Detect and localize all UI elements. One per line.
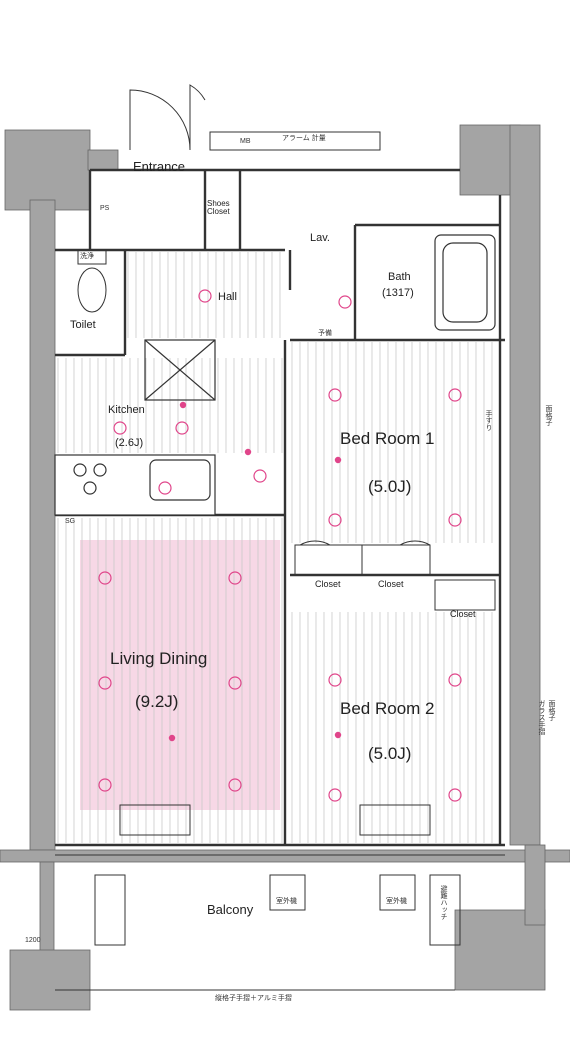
outlet-icon [228,778,242,792]
hall-label: Hall [218,291,237,303]
outlet-icon [113,421,127,435]
toilet-fixture [77,249,107,313]
meter-label: アラーム 計量 [282,135,326,142]
bedroom1-label: Bed Room 1 [340,429,435,448]
ac-label-2: 室外機 [386,898,407,905]
outlet-icon [175,421,189,435]
outlet-icon [448,788,462,802]
sg-label: SG [65,518,76,525]
closet-a-label: Closet [315,579,341,589]
mb-label: MB [240,138,251,145]
outlet-icon [328,788,342,802]
light-icon [244,448,252,456]
right-window-text-1: 面格子 [545,405,552,426]
light-icon [168,734,176,742]
kitchen-size: (2.6J) [115,437,144,449]
bottom-rail-label: 縦格子手摺＋アルミ手摺 [215,995,292,1002]
balcony-dim-label: 1200 [25,937,41,944]
outlet-icon [338,295,352,309]
closet-b-label: Closet [378,579,404,589]
kitchen-counter [54,339,216,516]
outlet-icon [158,481,172,495]
outlet-icon [328,388,342,402]
living-label: Living Dining [110,649,208,668]
right-window-text-2: 手すり [485,410,492,431]
ps-label: PS [100,205,110,212]
kitchen-label: Kitchen [108,404,145,416]
bathtub [434,234,496,331]
toilet-label: Toilet [70,319,96,331]
floor-hatching [57,252,493,843]
entrance-label: Entrance [133,159,186,174]
shoes-closet-label: Shoes Closet [207,199,230,216]
entrance-door [129,84,381,151]
closets [294,540,496,611]
outlet-icon [98,571,112,585]
right-side-text-1: 面格子 [548,700,555,721]
spare-label: 予備 [318,330,332,337]
outlet-icon [98,778,112,792]
bedroom2-size: (5.0J) [368,744,412,763]
light-icon [334,731,342,739]
outlet-icon [228,571,242,585]
structural-walls [0,124,570,1011]
outlet-icon [253,469,267,483]
balcony-windows [55,804,505,991]
bath-size: (1317) [382,287,414,299]
living-size: (9.2J) [135,692,179,711]
wc-label: 洗浄 [80,253,94,260]
electrical-symbols [98,289,462,802]
outlet-icon [228,676,242,690]
outlet-icon [98,676,112,690]
emergency-hatch-label: 避難ハッチ [440,885,447,920]
outlet-icon [328,673,342,687]
outlet-icon [448,388,462,402]
light-icon [179,401,187,409]
outlet-icon [448,513,462,527]
balcony-label: Balcony [207,902,254,917]
light-icon [334,456,342,464]
bedroom1-size: (5.0J) [368,477,412,496]
outlet-icon [328,513,342,527]
bath-label: Bath [388,271,411,283]
outlet-icon [198,289,212,303]
right-side-text-2: ガラス手摺 [538,700,545,735]
ac-label-1: 室外機 [276,898,297,905]
lav-label: Lav. [310,232,330,244]
bedroom2-label: Bed Room 2 [340,699,435,718]
living-dining-fill [80,540,280,810]
closet-c-label: Closet [450,609,476,619]
outlet-icon [448,673,462,687]
